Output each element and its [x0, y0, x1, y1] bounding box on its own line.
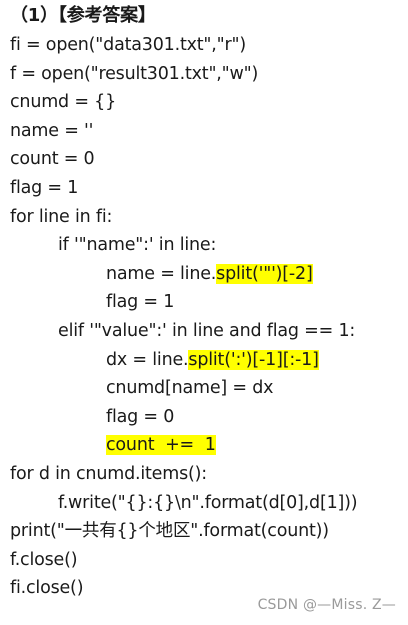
code-line: name = '': [10, 117, 93, 145]
code-line: count += 1: [106, 431, 216, 459]
code-line: f = open("result301.txt","w"): [10, 60, 258, 88]
highlighted-code: split('"')[-2]: [216, 263, 313, 284]
code-text: flag = 1: [10, 178, 79, 198]
code-text: fi = open("data301.txt","r"): [10, 35, 246, 55]
code-line: flag = 0: [106, 403, 174, 431]
code-line: flag = 1: [106, 288, 174, 316]
code-text: name = line.: [106, 263, 217, 284]
code-text: fi.close(): [10, 578, 84, 599]
code-text: for d in cnumd.items():: [10, 464, 207, 484]
code-line: flag = 1: [10, 174, 78, 202]
code-line: for d in cnumd.items():: [10, 460, 207, 488]
code-text: dx = line.: [106, 349, 189, 370]
code-text: f.close(): [10, 549, 78, 570]
watermark: CSDN @—Miss. Z—: [257, 597, 396, 613]
code-text: if '"name":' in line:: [58, 235, 217, 256]
code-line: f.write("{}:{}\n".format(d[0],d[1])): [58, 489, 358, 517]
code-line: print("一共有{}个地区".format(count)): [10, 517, 329, 545]
code-line: cnumd[name] = dx: [106, 374, 273, 402]
code-line: count = 0: [10, 145, 95, 173]
code-text: flag = 0: [106, 406, 175, 427]
code-text: name = '': [10, 120, 94, 141]
code-line: for line in fi:: [10, 203, 112, 231]
code-text: f.write("{}:{}\n".format(d[0],d[1])): [58, 492, 358, 513]
highlighted-code: count += 1: [106, 435, 216, 456]
code-line: name = line.split('"')[-2]: [106, 260, 313, 288]
code-text: flag = 1: [106, 292, 175, 313]
code-text: cnumd[name] = dx: [106, 378, 274, 399]
code-text: cnumd = {}: [10, 92, 117, 113]
highlighted-code: split(':')[-1][:-1]: [188, 349, 319, 370]
code-line: fi = open("data301.txt","r"): [10, 31, 246, 59]
code-line: f.close(): [10, 546, 78, 574]
code-line: elif '"value":' in line and flag == 1:: [58, 317, 355, 345]
code-line: if '"name":' in line:: [58, 231, 216, 259]
code-text: f = open("result301.txt","w"): [10, 63, 259, 84]
code-line: dx = line.split(':')[-1][:-1]: [106, 346, 319, 374]
code-text: print("一共有{}个地区".format(count)): [10, 521, 329, 542]
code-text: for line in fi:: [10, 206, 113, 227]
code-line: fi.close(): [10, 574, 84, 602]
code-line: cnumd = {}: [10, 88, 116, 116]
answer-heading: （1）【参考答案】: [10, 5, 156, 26]
code-text: elif '"value":' in line and flag == 1:: [58, 321, 356, 341]
code-text: count = 0: [10, 149, 95, 170]
